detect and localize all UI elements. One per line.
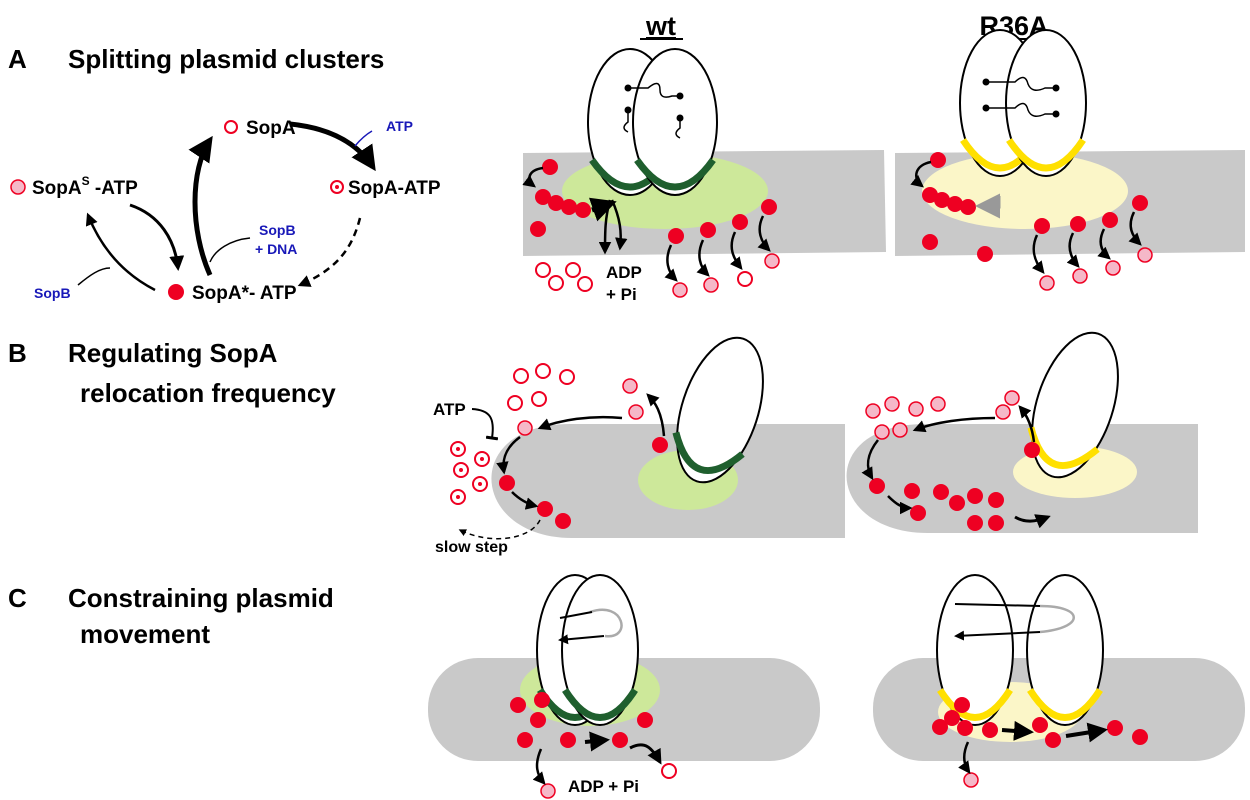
arrow-sopa-star-to-sopa-s	[85, 212, 156, 292]
panel-c-wt-scene: ADP + Pi	[428, 574, 820, 799]
plasmid-pair-r36a-c	[936, 574, 1104, 726]
label-slow-step: slow step	[435, 539, 508, 556]
panel-a-wt-scene: ADP + Pi	[522, 48, 886, 304]
plasmid-pair-wt	[587, 48, 718, 196]
panel-b-r36a-scene	[846, 331, 1198, 533]
sopa-molecules-wt-c	[510, 692, 677, 799]
arrow-slow-to-sopa-star	[297, 217, 362, 287]
plasmid-wt-b	[672, 336, 764, 484]
sopa-cycle-diagram: SopA SopA-ATP SopAS -ATP SopA*- ATP ATP …	[10, 118, 441, 304]
arrow-sopa-to-sopa-atp	[289, 121, 376, 172]
panel-c-title-line1: Constraining plasmid	[68, 583, 334, 613]
sopa-molecules-wt-a	[530, 159, 780, 298]
label-sopa: SopA	[246, 118, 296, 139]
panel-a-letter: A	[8, 44, 27, 74]
panel-b-letter: B	[8, 338, 27, 368]
sopa-molecules-wt-b	[450, 363, 668, 529]
label-sopb: SopB	[34, 285, 71, 301]
sopa-molecules-r36a-a	[922, 152, 1153, 291]
plasmid-pair-wt-c	[536, 574, 639, 726]
label-sopa-atp: SopA-ATP	[348, 178, 441, 199]
label-adp-line2: + Pi	[606, 285, 637, 304]
sopa-s-pink-circle-icon	[10, 179, 26, 195]
sopa-open-circle-icon	[224, 120, 238, 134]
panel-a-title: Splitting plasmid clusters	[68, 44, 384, 74]
label-sopb-dna-line1: SopB	[259, 222, 296, 238]
panel-b-title-line1: Regulating SopA	[68, 338, 278, 368]
sopa-molecules-r36a-c	[932, 697, 1148, 788]
label-atp-binding: ATP	[386, 118, 413, 134]
sopa-molecules-r36a-b	[865, 390, 1040, 531]
column-header-wt: wt	[645, 11, 676, 41]
sopa-star-red-circle-icon	[168, 284, 184, 300]
label-adp-pi: ADP + Pi	[568, 777, 639, 796]
label-sopa-star-atp: SopA*- ATP	[192, 283, 297, 304]
panel-a-r36a-scene	[895, 29, 1245, 291]
panel-b-title-line2: relocation frequency	[80, 378, 336, 408]
label-atp-inhibition: ATP	[433, 400, 466, 419]
arrow-sopa-star-to-sopa	[188, 135, 213, 277]
label-sopb-dna-line2: + DNA	[255, 241, 297, 257]
label-sopa-s: SopAS -ATP	[32, 174, 138, 199]
panel-c-r36a-scene	[873, 574, 1245, 788]
panel-b-wt-scene: ATP slow step	[433, 336, 845, 556]
panel-c-title-line2: movement	[80, 619, 210, 649]
label-adp-line1: ADP	[606, 263, 642, 282]
arrow-sopa-s-to-sopa-star	[129, 203, 185, 271]
panel-c-letter: C	[8, 583, 27, 613]
plasmid-pair-r36a	[959, 29, 1087, 177]
